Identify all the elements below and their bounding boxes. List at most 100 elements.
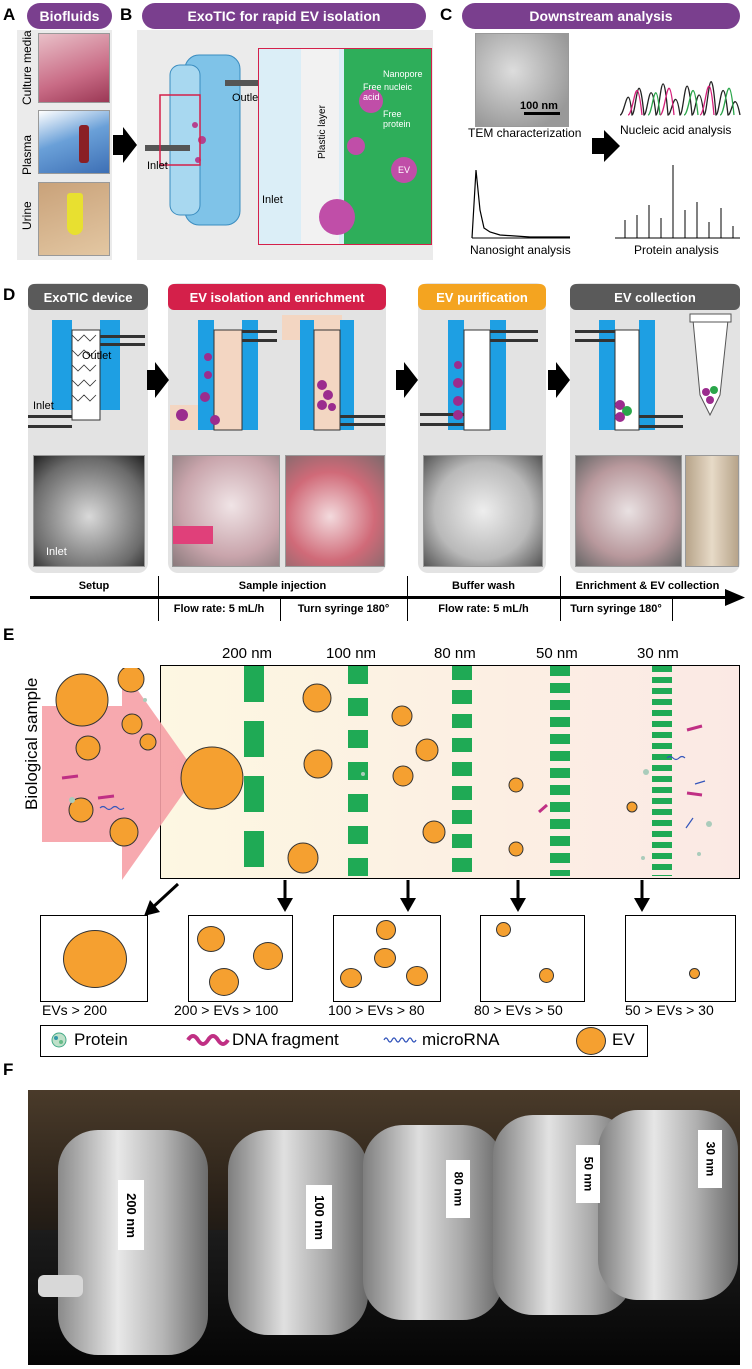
photo-inlet-label: Inlet: [46, 546, 67, 558]
protein-plot: [615, 165, 740, 239]
culture-media-photo: [38, 33, 110, 103]
sub-flow-rate-2: Flow rate: 5 mL/h: [438, 603, 529, 615]
urine-photo: [38, 182, 110, 256]
device-exploded-illustration: [145, 54, 260, 226]
ev-particle: [496, 922, 511, 937]
filter-label-100: 100 nm: [326, 645, 377, 662]
phase-collection: Enrichment & EV collection: [575, 580, 720, 592]
sample-label-culture: Culture media: [20, 30, 34, 105]
ev-particle: [539, 968, 554, 983]
panel-d-letter: D: [3, 285, 16, 304]
ev-particle: [63, 930, 127, 988]
ev-particle: [376, 920, 396, 940]
panel-c-title: Downstream analysis: [462, 3, 740, 29]
arrow-e1: [277, 880, 293, 912]
panel-b-letter: B: [120, 5, 133, 24]
syringe-sample: [173, 526, 213, 544]
free-protein-label: Free protein: [383, 109, 411, 129]
ev-sphere: [347, 137, 365, 155]
filter-label-50: 50 nm: [536, 645, 578, 662]
sample-label-plasma: Plasma: [20, 134, 34, 175]
panel-b-title: ExoTIC for rapid EV isolation: [142, 3, 426, 29]
device-schematic-turned: [282, 315, 385, 431]
protein-icon: [51, 1032, 67, 1048]
filter-label-30: 30 nm: [637, 645, 679, 662]
device-schematic-setup: [28, 320, 145, 428]
step-title-isolation: EV isolation and enrichment: [168, 284, 386, 310]
panel-a-title: Biofluids: [27, 3, 112, 29]
timeline-arrowhead: [725, 589, 745, 606]
arrow-d1: [147, 362, 169, 398]
legend-mirna: microRNA: [422, 1030, 500, 1049]
ev-particle: [197, 926, 225, 952]
filter-tag-30-text: 30 nm: [703, 1141, 717, 1177]
device-array-photo: 200 nm 100 nm 80 nm 50 nm 30 nm: [28, 1090, 740, 1365]
filter-unit: [228, 1130, 368, 1335]
ev-particle: [689, 968, 700, 979]
device-schematic-collect: [575, 320, 683, 431]
ev-particle: [253, 942, 283, 970]
plasma-photo: [38, 110, 110, 174]
bin-box-50: [480, 915, 585, 1002]
bin-box-80: [333, 915, 441, 1002]
timeline-divider: [407, 576, 408, 621]
bin-caption-30: 50 > EVs > 30: [625, 1002, 714, 1018]
timeline-divider: [280, 599, 281, 621]
device-photo-wash: [423, 455, 543, 567]
microrna-icon: [383, 1037, 417, 1043]
filter-tag-200: 200 nm: [118, 1180, 144, 1250]
device-photo-setup: Inlet: [33, 455, 145, 567]
d-outlet-label: Outlet: [82, 350, 112, 362]
ev-label: EV: [391, 157, 417, 183]
timeline-divider: [672, 599, 673, 621]
legend-protein: Protein: [74, 1030, 128, 1049]
filter-tag-80: 80 nm: [446, 1160, 470, 1218]
tem-image: 100 nm: [475, 33, 569, 127]
arrow-e3: [510, 880, 526, 912]
bin-caption-80: 100 > EVs > 80: [328, 1002, 425, 1018]
biological-sample-label: Biological sample: [22, 677, 41, 810]
step-title-collection: EV collection: [570, 284, 740, 310]
panel-a-letter: A: [3, 5, 16, 24]
filter-unit: [363, 1125, 503, 1320]
ev-particle: [55, 673, 109, 727]
bin-box-100: [188, 915, 293, 1002]
timeline-divider: [560, 576, 561, 621]
arrow-d3: [548, 362, 570, 398]
timeline-divider: [158, 576, 159, 621]
filter-label-80: 80 nm: [434, 645, 476, 662]
bin-caption-200: EVs > 200: [42, 1002, 107, 1018]
arrow-e0: [144, 882, 180, 916]
phase-wash: Buffer wash: [452, 580, 515, 592]
arrow-e4: [634, 880, 650, 912]
tem-caption: TEM characterization: [468, 126, 582, 140]
arrow-c: [592, 130, 620, 162]
urine-tube: [67, 193, 83, 235]
arrow-a-to-b: [113, 127, 137, 163]
d-inlet-label: Inlet: [33, 400, 54, 412]
nanosight-plot: [471, 169, 570, 239]
dna-fragment-icon: [186, 1034, 230, 1046]
collection-tube-icon: [689, 313, 732, 417]
arrow-e2: [400, 880, 416, 912]
device-photo-collection: [575, 455, 682, 567]
b-zoom-inlet-label: Inlet: [262, 194, 283, 206]
scale-bar: [524, 112, 560, 115]
nucleic-acid-chromatogram: [620, 81, 741, 116]
ev-sphere: [359, 89, 383, 113]
nanopore-label: Nanopore: [383, 69, 423, 79]
filter-tag-100-text: 100 nm: [311, 1194, 327, 1240]
b-outlet-label: Outlet: [232, 92, 262, 104]
sample-label-urine: Urine: [20, 201, 34, 230]
nanosight-caption: Nanosight analysis: [470, 243, 571, 257]
filter-200: [244, 666, 264, 876]
nucleic-acid-label: Free nucleic acid: [363, 82, 413, 102]
legend: [40, 1025, 648, 1057]
filter-tag-200-text: 200 nm: [123, 1192, 139, 1238]
ev-particle: [340, 968, 362, 988]
step-title-device: ExoTIC device: [28, 284, 148, 310]
b-inlet-label: Inlet: [147, 160, 168, 172]
phase-injection: Sample injection: [238, 580, 327, 592]
timeline-line: [30, 596, 730, 599]
bin-caption-100: 200 > EVs > 100: [174, 1002, 279, 1018]
